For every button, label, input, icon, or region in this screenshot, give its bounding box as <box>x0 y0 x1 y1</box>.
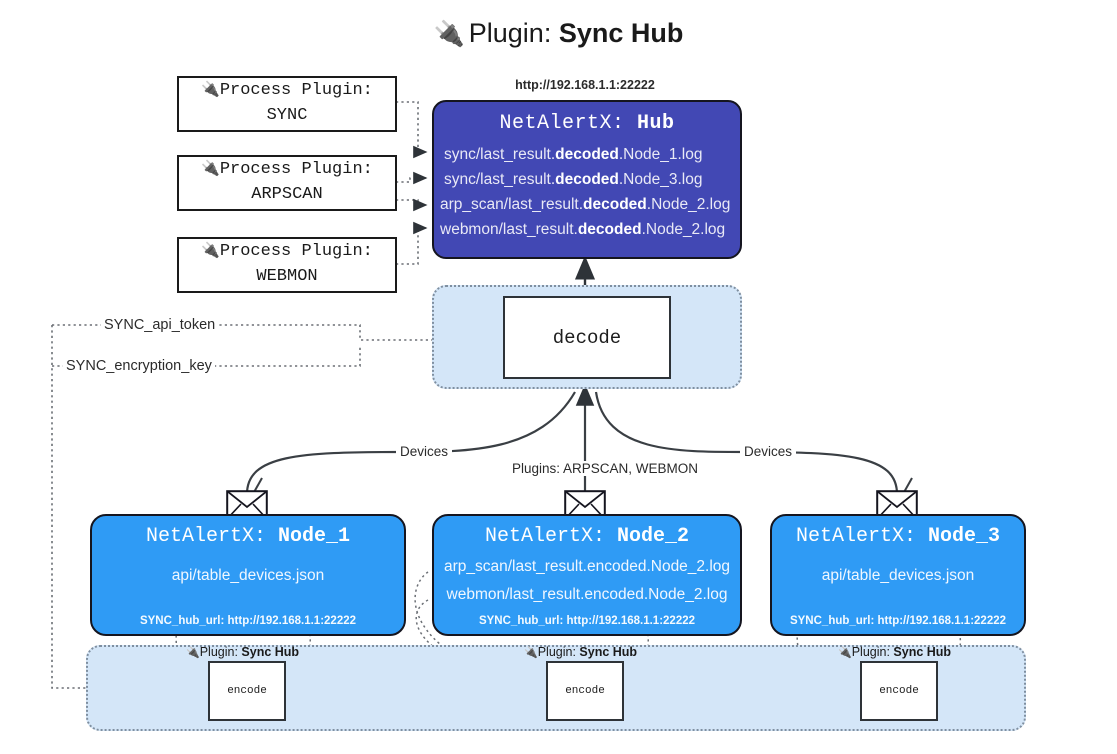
encoder-name: Sync Hub <box>579 645 638 659</box>
node-2[interactable]: NetAlertX: Node_2 arp_scan/last_result.e… <box>432 514 742 636</box>
node-title-prefix: NetAlertX: <box>484 525 605 548</box>
encoder-prefix: Plugin: <box>199 645 238 659</box>
process-plugin-name: WEBMON <box>256 267 318 286</box>
node-1[interactable]: NetAlertX: Node_1 api/table_devices.json… <box>90 514 406 636</box>
process-plugin-sync[interactable]: 🔌Process Plugin: SYNC <box>177 76 397 132</box>
process-plugin-label: Process Plugin: <box>219 242 373 262</box>
plug-icon: 🔌 <box>201 159 220 178</box>
encoder-plugin-label: 🔌Plugin: Sync Hub <box>838 645 951 659</box>
process-plugin-name: SYNC <box>266 106 308 125</box>
hub-log-row: sync/last_result.decoded.Node_1.log <box>444 146 740 164</box>
edge-label-devices-left: Devices <box>396 444 453 459</box>
plug-icon: 🔌 <box>186 646 200 659</box>
encoder-prefix: Plugin: <box>537 645 576 659</box>
log-strong: decoded <box>583 196 647 213</box>
node-hub-url: SYNC_hub_url: http://192.168.1.1:22222 <box>772 615 1024 627</box>
node-hub-url-label: SYNC_hub_url: <box>478 615 564 627</box>
process-plugin-name: ARPSCAN <box>251 185 323 204</box>
log-post: .Node_2.log <box>646 196 731 213</box>
hub-log-row: arp_scan/last_result.decoded.Node_2.log <box>440 196 740 214</box>
hub-title: NetAlertX: Hub <box>434 112 740 135</box>
encode-box[interactable]: encode <box>208 661 286 721</box>
hub-title-name: Hub <box>637 112 675 135</box>
node-log-row: webmon/last_result.encoded.Node_2.log <box>446 586 728 603</box>
log-post: .Node_1.log <box>618 146 703 163</box>
decode-box[interactable]: decode <box>503 296 671 379</box>
node-title: NetAlertX: Node_1 <box>92 525 404 548</box>
encoder-name: Sync Hub <box>893 645 952 659</box>
plug-icon: 🔌 <box>433 20 465 48</box>
hub-url-label: http://192.168.1.1:22222 <box>515 78 655 92</box>
sync-api-token-label: SYNC_api_token <box>101 317 219 333</box>
node-hub-url-value: http://192.168.1.1:22222 <box>227 615 357 627</box>
node-hub-url-label: SYNC_hub_url: <box>789 615 875 627</box>
node-hub-url-value: http://192.168.1.1:22222 <box>566 615 696 627</box>
node-hub-url-label: SYNC_hub_url: <box>139 615 225 627</box>
node-hub-url: SYNC_hub_url: http://192.168.1.1:22222 <box>92 615 404 627</box>
edge-label-plugins: Plugins: ARPSCAN, WEBMON <box>508 461 703 476</box>
log-strong: decoded <box>577 221 642 238</box>
log-pre: sync/last_result. <box>444 146 556 163</box>
hub-log-row: sync/last_result.decoded.Node_3.log <box>444 171 740 189</box>
node-title: NetAlertX: Node_2 <box>434 525 740 548</box>
node-3[interactable]: NetAlertX: Node_3 api/table_devices.json… <box>770 514 1026 636</box>
plug-icon: 🔌 <box>201 241 220 260</box>
plug-icon: 🔌 <box>838 646 852 659</box>
log-post: .Node_2.log <box>641 221 726 238</box>
sync-encryption-key-label: SYNC_encryption_key <box>63 358 215 374</box>
title-name: Sync Hub <box>558 18 684 48</box>
log-strong: decoded <box>555 146 619 163</box>
page-title: 🔌Plugin: Sync Hub <box>0 18 1117 49</box>
node-log-row: arp_scan/last_result.encoded.Node_2.log <box>443 558 731 575</box>
process-plugin-label: Process Plugin: <box>219 81 373 101</box>
process-plugin-label: Process Plugin: <box>219 160 373 180</box>
plug-icon: 🔌 <box>201 80 220 99</box>
log-pre: arp_scan/last_result. <box>440 196 584 213</box>
plug-icon: 🔌 <box>524 646 538 659</box>
node-log-row: api/table_devices.json <box>821 567 975 584</box>
log-strong: decoded <box>555 171 619 188</box>
encode-box[interactable]: encode <box>546 661 624 721</box>
encoder-plugin-label: 🔌Plugin: Sync Hub <box>186 645 299 659</box>
node-title-name: Node_1 <box>278 525 351 548</box>
hub-log-row: webmon/last_result.decoded.Node_2.log <box>440 221 740 239</box>
node-title: NetAlertX: Node_3 <box>772 525 1024 548</box>
node-title-name: Node_3 <box>928 525 1001 548</box>
hub-title-prefix: NetAlertX: <box>499 112 625 135</box>
encoder-prefix: Plugin: <box>851 645 890 659</box>
hub-node[interactable]: NetAlertX: Hub sync/last_result.decoded.… <box>432 100 742 259</box>
node-title-name: Node_2 <box>617 525 690 548</box>
process-plugin-arpscan[interactable]: 🔌Process Plugin: ARPSCAN <box>177 155 397 211</box>
node-log-row: api/table_devices.json <box>171 567 325 584</box>
encoder-plugin-label: 🔌Plugin: Sync Hub <box>524 645 637 659</box>
node-hub-url-value: http://192.168.1.1:22222 <box>877 615 1007 627</box>
title-prefix: Plugin: <box>468 18 552 48</box>
edge-label-devices-right: Devices <box>740 444 797 459</box>
process-plugin-webmon[interactable]: 🔌Process Plugin: WEBMON <box>177 237 397 293</box>
log-pre: webmon/last_result. <box>440 221 578 238</box>
log-pre: sync/last_result. <box>444 171 556 188</box>
node-title-prefix: NetAlertX: <box>145 525 266 548</box>
node-hub-url: SYNC_hub_url: http://192.168.1.1:22222 <box>434 615 740 627</box>
node-title-prefix: NetAlertX: <box>795 525 916 548</box>
encode-box[interactable]: encode <box>860 661 938 721</box>
log-post: .Node_3.log <box>618 171 703 188</box>
encoder-name: Sync Hub <box>241 645 300 659</box>
